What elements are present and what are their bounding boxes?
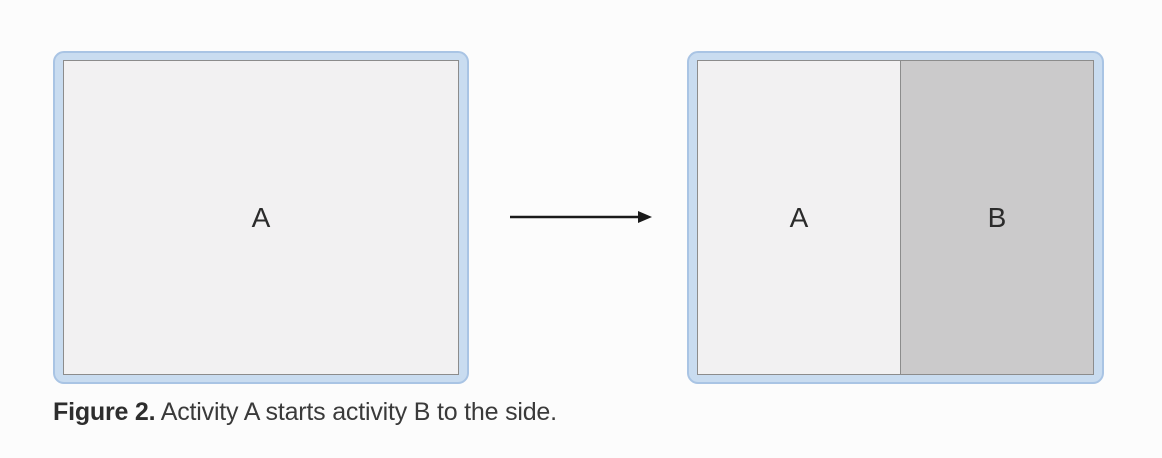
device-before: A <box>53 51 469 384</box>
activity-b-pane: B <box>900 61 1093 374</box>
figure-caption: Figure 2. Activity A starts activity B t… <box>53 398 557 427</box>
activity-a-label: A <box>789 201 809 233</box>
figure-label: Figure 2. <box>53 398 156 426</box>
activity-a-pane: A <box>698 61 900 374</box>
activity-a-label: A <box>251 201 271 233</box>
caption-text: Activity A starts activity B to the side… <box>160 398 557 426</box>
screen-after: A B <box>697 60 1094 375</box>
transition-arrow-icon <box>510 211 652 223</box>
device-after: A B <box>687 51 1104 384</box>
screen-before: A <box>63 60 459 375</box>
activity-a-pane-fullscreen: A <box>64 61 458 374</box>
activity-b-label: B <box>987 201 1007 233</box>
